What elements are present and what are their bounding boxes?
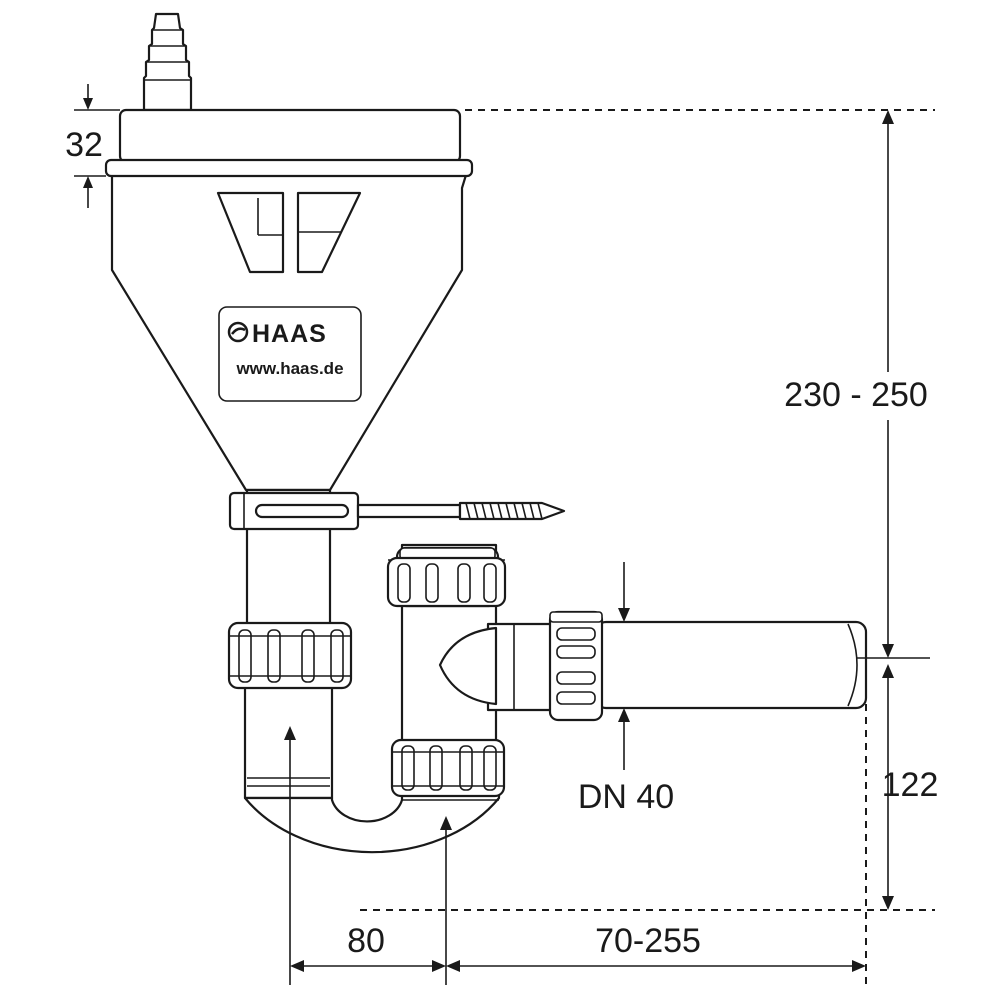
total-height-label: 230 - 250: [784, 376, 928, 414]
top-union-nut: [386, 546, 507, 608]
pipe-size-label: DN 40: [578, 778, 674, 816]
outlet-pipe: [548, 610, 868, 722]
brand-logo-icon: [227, 321, 249, 343]
brand-label: [218, 306, 362, 402]
reference-lines: [360, 109, 935, 985]
wall-bracket: [228, 491, 360, 531]
funnel: HAAS www.haas.de: [104, 108, 474, 492]
dimension-pipe-size: DN 40: [578, 562, 674, 816]
funnel-cap: [118, 108, 462, 164]
funnel-cap-rim: [104, 158, 474, 178]
brand-url: www.haas.de: [235, 359, 343, 378]
inlet-union-nut: [227, 621, 353, 690]
vent-slot-left: [216, 191, 285, 274]
dimension-inlet-offset: 80: [284, 726, 452, 985]
brand-name: HAAS: [252, 320, 327, 348]
dimension-total-height: 230 - 250: [784, 110, 928, 658]
u-bend: [243, 790, 501, 854]
dimension-outlet-height: 122: [882, 664, 939, 910]
inlet-offset-label: 80: [347, 922, 385, 960]
outlet-height-label: 122: [882, 766, 939, 804]
dimension-cap-height: 32: [65, 84, 120, 208]
cap-height-label: 32: [65, 126, 103, 164]
mounting-screw: [356, 501, 566, 521]
outlet-length-label: 70-255: [595, 922, 701, 960]
dimension-outlet-length: 70-255: [446, 922, 866, 972]
hose-connector: [142, 12, 193, 112]
bottom-union-nut: [390, 738, 506, 798]
